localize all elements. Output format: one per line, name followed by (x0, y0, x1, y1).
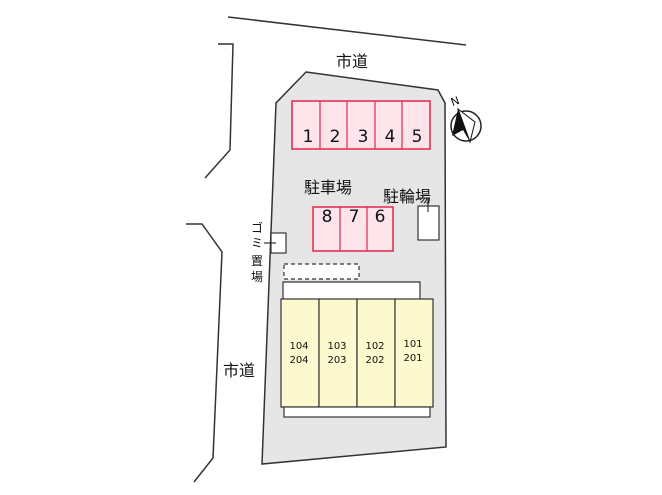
bicycle-parking-label: 駐輪場 (383, 187, 432, 206)
garbage-label-char: ゴ (250, 221, 263, 235)
garbage-label-char: 置 (250, 254, 263, 268)
north-road-edge (227, 16, 467, 46)
unit-number-upper: 202 (365, 355, 385, 366)
unit-label: 101 201 (395, 338, 431, 366)
parking-space-label: 6 (374, 207, 386, 227)
parking-row-middle (312, 206, 394, 252)
parking-block-middle (312, 206, 394, 252)
parking-space-label: 8 (321, 207, 333, 227)
west-road-edge-upper (204, 43, 234, 179)
unit-number-upper: 201 (403, 353, 423, 364)
unit-103 (318, 298, 358, 408)
parking-label: 駐車場 (304, 178, 353, 197)
unit-number-ground: 104 (289, 341, 309, 352)
north-arrow-icon (450, 107, 482, 144)
west-road-label: 市道 (223, 361, 256, 380)
unit-label: 103 203 (319, 340, 355, 368)
north-road-label: 市道 (336, 52, 369, 71)
parking-block-top (291, 100, 431, 150)
parking-space-label: 3 (357, 127, 369, 147)
building-roof (282, 281, 421, 299)
unit-number-ground: 101 (403, 339, 423, 350)
west-road-edge-lower (186, 223, 223, 483)
parking-row-top (291, 100, 431, 150)
unit-number-upper: 204 (289, 355, 309, 366)
garbage-label-char: 場 (250, 270, 263, 284)
parking-space-label: 2 (329, 127, 341, 147)
entrance-area (283, 263, 360, 280)
garbage-label-char: ミ (250, 236, 263, 250)
unit-102 (356, 298, 396, 408)
parking-space-label: 7 (348, 207, 360, 227)
apartment-building (280, 298, 434, 418)
parking-space-label: 5 (411, 127, 423, 147)
unit-number-ground: 103 (327, 341, 347, 352)
unit-number-upper: 203 (327, 355, 347, 366)
unit-label: 102 202 (357, 340, 393, 368)
parking-space-label: 4 (384, 127, 396, 147)
building-balcony (283, 406, 431, 418)
parking-space-label: 1 (302, 127, 314, 147)
unit-label: 104 204 (281, 340, 317, 368)
unit-number-ground: 102 (365, 341, 385, 352)
unit-101 (394, 298, 434, 408)
